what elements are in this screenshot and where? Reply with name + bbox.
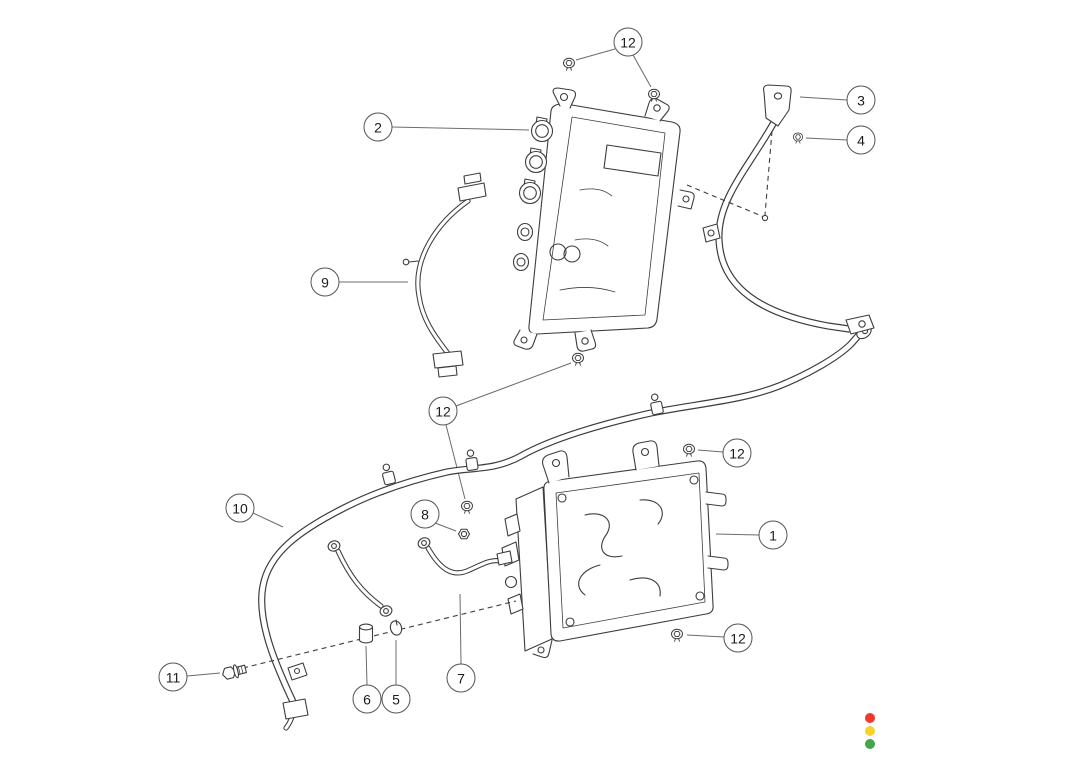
fasteners	[222, 57, 804, 680]
callout-12-right[interactable]: 12	[722, 438, 752, 468]
callout-2[interactable]: 2	[363, 112, 393, 142]
callout-6[interactable]: 6	[352, 684, 382, 714]
screw-icon	[792, 132, 804, 144]
callout-12-mid[interactable]: 12	[428, 396, 458, 426]
green-dot	[865, 739, 875, 749]
jumper-cable-drawing	[402, 172, 487, 378]
ground-strap-drawing	[327, 540, 393, 617]
ecu-drawing	[501, 440, 729, 659]
nut-drawing	[457, 528, 471, 540]
callout-8[interactable]: 8	[410, 499, 440, 529]
callout-1[interactable]: 1	[758, 520, 788, 550]
junction-box-drawing	[512, 87, 695, 352]
callout-4[interactable]: 4	[846, 125, 876, 155]
screw-icon	[461, 500, 473, 515]
callout-7[interactable]: 7	[446, 663, 476, 693]
callout-12-top[interactable]: 12	[613, 27, 643, 57]
callout-5[interactable]: 5	[381, 684, 411, 714]
callout-12-bottom[interactable]: 12	[723, 623, 753, 653]
mounting-bracket-drawing	[686, 84, 875, 335]
bolt-drawing	[222, 664, 247, 680]
callout-10[interactable]: 10	[225, 493, 255, 523]
screw-icon	[563, 57, 575, 72]
wiring-harness-drawing	[258, 324, 872, 731]
callout-11[interactable]: 11	[158, 662, 188, 692]
callout-9[interactable]: 9	[310, 267, 340, 297]
callout-leader-lines	[186, 48, 848, 686]
screw-icon	[671, 628, 683, 643]
clamp-ring-drawing	[389, 619, 403, 636]
power-cable-drawing	[417, 537, 513, 576]
red-dot	[865, 713, 875, 723]
screw-icon	[683, 443, 695, 458]
screw-icon	[572, 352, 584, 367]
callout-3[interactable]: 3	[846, 85, 876, 115]
spacer-drawing	[358, 623, 374, 644]
yellow-dot	[865, 726, 875, 736]
